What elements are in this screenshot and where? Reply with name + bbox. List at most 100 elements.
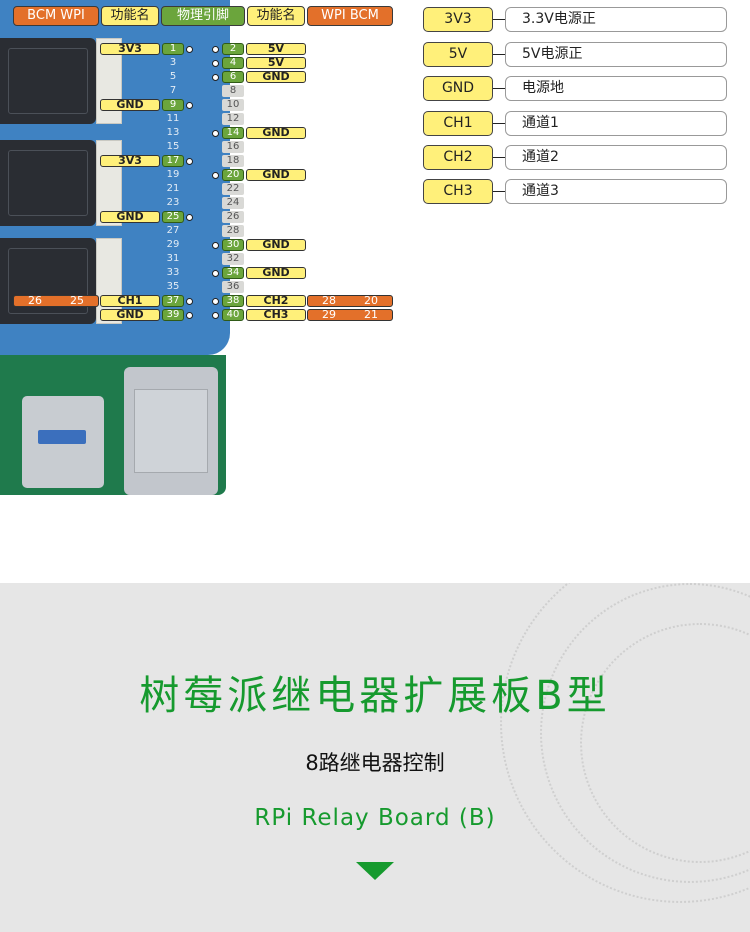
pin-dot (212, 130, 219, 137)
down-arrow-icon (356, 862, 394, 880)
usb-port-icon (22, 396, 104, 488)
pin-21: 21 (166, 183, 180, 194)
header-function-right: 功能名 (247, 6, 305, 26)
func-label-gnd: GND (246, 127, 306, 139)
pin-dot (212, 46, 219, 53)
pin-1: 1 (162, 43, 184, 55)
ethernet-port-icon (124, 367, 218, 495)
gpio-ch2-label: 28 20 (307, 295, 393, 307)
legend-code: CH1 (423, 111, 493, 136)
pin-9: 9 (162, 99, 184, 111)
title-banner: 树莓派继电器扩展板B型 8路继电器控制 RPi Relay Board (B) (0, 583, 750, 932)
header-function-left: 功能名 (101, 6, 159, 26)
pin-27: 27 (166, 225, 180, 236)
relay-module (0, 140, 96, 226)
func-label-ch2: CH2 (246, 295, 306, 307)
func-label-3v3: 3V3 (100, 155, 160, 167)
pin-31: 31 (166, 253, 180, 264)
legend-connector (493, 123, 505, 124)
pin-16: 16 (222, 141, 244, 153)
func-label-gnd: GND (100, 309, 160, 321)
legend-code: 5V (423, 42, 493, 67)
ch3-bcm: 21 (364, 308, 378, 321)
pin-36: 36 (222, 281, 244, 293)
func-label-gnd: GND (246, 267, 306, 279)
pin-7: 7 (169, 85, 177, 96)
pin-14: 14 (222, 127, 244, 139)
pin-33: 33 (166, 267, 180, 278)
legend-desc: 通道1 (505, 111, 727, 136)
pin-34: 34 (222, 267, 244, 279)
pin-dot (212, 60, 219, 67)
legend-connector (493, 54, 505, 55)
pin-24: 24 (222, 197, 244, 209)
ch2-wpi: 28 (322, 294, 336, 307)
pin-37: 37 (162, 295, 184, 307)
pin-dot (212, 270, 219, 277)
pin-30: 30 (222, 239, 244, 251)
pin-19: 19 (166, 169, 180, 180)
legend-desc: 电源地 (505, 76, 727, 101)
pin-dot (212, 312, 219, 319)
pin-dot (212, 298, 219, 305)
legend-desc: 5V电源正 (505, 42, 727, 67)
func-label-gnd: GND (246, 239, 306, 251)
pin-8: 8 (222, 85, 244, 97)
pin-3: 3 (169, 57, 177, 68)
pin-29: 29 (166, 239, 180, 250)
pin-28: 28 (222, 225, 244, 237)
pin-dot (212, 172, 219, 179)
pin-18: 18 (222, 155, 244, 167)
legend-code: GND (423, 76, 493, 101)
func-label-3v3: 3V3 (100, 43, 160, 55)
pin-13: 13 (166, 127, 180, 138)
pin-5: 5 (169, 71, 177, 82)
gpio-ch1-label: 26 25 (13, 295, 99, 307)
ch1-wpi: 25 (70, 294, 84, 307)
pin-4: 4 (222, 57, 244, 69)
pin-35: 35 (166, 281, 180, 292)
func-label-gnd: GND (246, 169, 306, 181)
legend-desc: 3.3V电源正 (505, 7, 727, 32)
legend-desc: 通道2 (505, 145, 727, 170)
ch1-bcm: 26 (28, 294, 42, 307)
legend-code: CH3 (423, 179, 493, 204)
pin-dot (186, 102, 193, 109)
pinout-section: BCM WPI 功能名 物理引脚 功能名 WPI BCM 1 3 5 7 9 1… (0, 0, 727, 495)
pin-dot (186, 214, 193, 221)
pin-2: 2 (222, 43, 244, 55)
product-english-title: RPi Relay Board (B) (254, 805, 496, 831)
pin-22: 22 (222, 183, 244, 195)
relay-module (0, 38, 96, 124)
legend-connector (493, 157, 505, 158)
pin-12: 12 (222, 113, 244, 125)
gpio-ch3-label: 29 21 (307, 309, 393, 321)
func-label-ch1: CH1 (100, 295, 160, 307)
pin-32: 32 (222, 253, 244, 265)
pin-10: 10 (222, 99, 244, 111)
pin-20: 20 (222, 169, 244, 181)
pin-15: 15 (166, 141, 180, 152)
pin-dot (212, 74, 219, 81)
func-label-gnd: GND (100, 211, 160, 223)
legend-connector (493, 19, 505, 20)
legend-connector (493, 191, 505, 192)
header-physical-pin: 物理引脚 (161, 6, 245, 26)
product-subtitle: 8路继电器控制 (305, 751, 445, 775)
header-wpi-bcm-right: WPI BCM (307, 6, 393, 26)
legend-code: CH2 (423, 145, 493, 170)
pin-38: 38 (222, 295, 244, 307)
ch2-bcm: 20 (364, 294, 378, 307)
pin-dot (212, 242, 219, 249)
pin-23: 23 (166, 197, 180, 208)
pin-39: 39 (162, 309, 184, 321)
pin-26: 26 (222, 211, 244, 223)
legend-connector (493, 88, 505, 89)
func-label-gnd: GND (100, 99, 160, 111)
pin-25: 25 (162, 211, 184, 223)
legend-code: 3V3 (423, 7, 493, 32)
func-label-5v: 5V (246, 43, 306, 55)
pin-dot (186, 298, 193, 305)
ch3-wpi: 29 (322, 308, 336, 321)
product-title: 树莓派继电器扩展板B型 (139, 673, 611, 719)
